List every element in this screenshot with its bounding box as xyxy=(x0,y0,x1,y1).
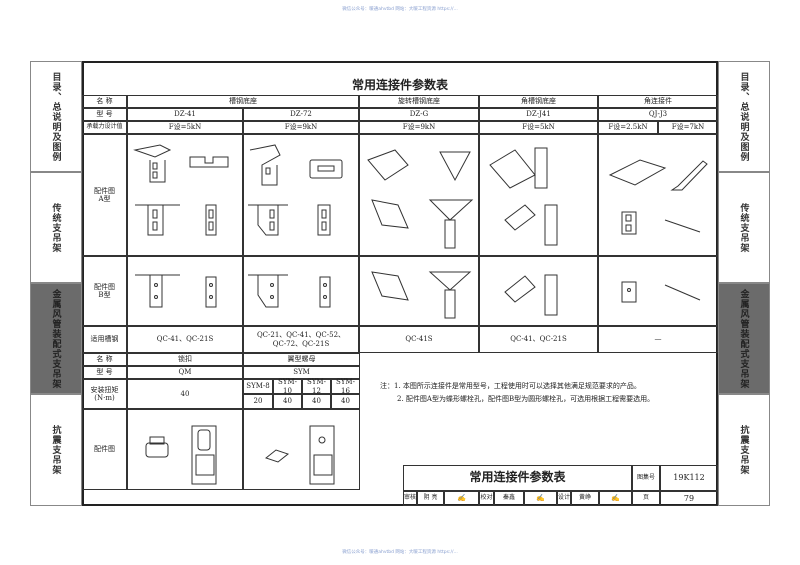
fig-b-dz72 xyxy=(243,256,359,326)
note-1: 注：1. 本图所示连接件是常用型号，工程使用时可以选择其他满足规范要求的产品。 xyxy=(380,382,641,390)
sym-torque-12: 40 xyxy=(302,394,331,409)
fig-lock-qm xyxy=(127,409,243,490)
checker-name: 秦鑫 xyxy=(494,491,524,506)
side-tab-right-traditional[interactable]: 传统支吊架 xyxy=(718,172,770,283)
channel-dz41: QC-41、QC-21S xyxy=(127,326,243,353)
side-tab-right-seismic[interactable]: 抗震支吊架 xyxy=(718,394,770,506)
side-tab-left-traditional[interactable]: 传统支吊架 xyxy=(30,172,82,283)
bracket-dzg-a xyxy=(367,149,474,249)
label-fig-a: 配件图 A型 xyxy=(82,134,127,256)
channel-qjj3: — xyxy=(598,326,718,353)
load-dzj41: F设=5kN xyxy=(479,121,598,134)
reviewer-name: 阴 亮 xyxy=(417,491,444,506)
fig-a-dz41 xyxy=(127,134,243,256)
page-number: 79 xyxy=(660,491,718,506)
bracket-dz72-a xyxy=(248,144,343,236)
sym-size-8: SYM-8 xyxy=(243,379,273,394)
label-channel: 适用槽钢 xyxy=(82,326,127,353)
lower-label-fig: 配件图 xyxy=(82,409,127,490)
side-tab-left-seismic[interactable]: 抗震支吊架 xyxy=(30,394,82,506)
fig-wing-nut-sym xyxy=(243,409,360,490)
torque-qm: 40 xyxy=(127,379,243,409)
reviewer-signature: ✍ xyxy=(444,491,479,506)
load-qjj3-b: F设=7kN xyxy=(658,121,718,134)
side-tab-left-contents[interactable]: 目录、总说明及图例 xyxy=(30,61,82,172)
load-dz72: F设=9kN xyxy=(243,121,359,134)
label-fig-b: 配件图 B型 xyxy=(82,256,127,326)
model-qjj3: QJ-J3 xyxy=(598,108,718,121)
channel-dzg: QC-41S xyxy=(359,326,479,353)
atlas-label: 图集号 xyxy=(632,465,660,491)
channel-dzj41: QC-41、QC-21S xyxy=(479,326,598,353)
fig-b-dzg xyxy=(359,256,479,326)
side-tab-left-metal-duct[interactable]: 金属风管装配式支吊架 xyxy=(30,283,82,394)
group-angle-connector: 角连接件 xyxy=(598,95,718,108)
lower-label-name: 名 称 xyxy=(82,353,127,366)
group-channel-base: 槽钢底座 xyxy=(127,95,359,108)
checker-signature: ✍ xyxy=(524,491,557,506)
watermark-bottom: 微信公众号：暖通ahvtbd 网站：大暖工程资源 https://... xyxy=(342,550,458,555)
channel-dz72: QC-21、QC-41、QC-52、 QC-72、QC-21S xyxy=(243,326,359,353)
lower-type-sym: SYM xyxy=(243,366,360,379)
fig-b-dzj41 xyxy=(479,256,598,326)
lower-name-wing-nut: 翼型螺母 xyxy=(243,353,360,366)
model-dz41: DZ-41 xyxy=(127,108,243,121)
table-title: 常用连接件参数表 xyxy=(351,78,448,92)
load-dz41: F设=5kN xyxy=(127,121,243,134)
sym-torque-10: 40 xyxy=(273,394,302,409)
load-qjj3-a: F设=2.5kN xyxy=(598,121,658,134)
atlas-number: 19K112 xyxy=(660,465,718,491)
fig-a-dzj41 xyxy=(479,134,598,256)
fig-a-dz72 xyxy=(243,134,359,256)
designer-signature: ✍ xyxy=(599,491,632,506)
side-tab-right-contents[interactable]: 目录、总说明及图例 xyxy=(718,61,770,172)
bracket-qjj3-a xyxy=(608,159,708,235)
sym-size-10: SYM-10 xyxy=(273,378,302,395)
label-load: 承载力设计值 xyxy=(82,121,127,134)
lower-label-torque: 安装扭矩 (N·m) xyxy=(82,379,127,409)
model-dzj41: DZ-J41 xyxy=(479,108,598,121)
bracket-dz41-a xyxy=(133,144,229,236)
watermark-top: 微信公众号：暖通ahvtbd 网站：大暖工程资源 https://... xyxy=(342,7,458,12)
bracket-dzj41-a xyxy=(489,147,558,246)
lower-type-qm: QM xyxy=(127,366,243,379)
group-rotating-base: 旋转槽钢底座 xyxy=(359,95,479,108)
sym-torque-8: 20 xyxy=(243,394,273,409)
model-dzg: DZ-G xyxy=(359,108,479,121)
model-dz72: DZ-72 xyxy=(243,108,359,121)
page-label: 页 xyxy=(632,491,660,506)
fig-b-qjj3 xyxy=(598,256,718,326)
sym-size-16: SYM-16 xyxy=(331,378,360,395)
review-label: 审核 xyxy=(403,491,417,506)
fig-a-dzg xyxy=(359,134,479,256)
label-name: 名 称 xyxy=(82,95,127,108)
bracket-b-drawings xyxy=(135,271,701,319)
group-angle-base: 角槽钢底座 xyxy=(479,95,598,108)
designer-name: 黄峥 xyxy=(571,491,599,506)
design-label: 设计 xyxy=(557,491,571,506)
sym-size-12: SYM-12 xyxy=(302,378,331,395)
lower-label-type: 型 号 xyxy=(82,366,127,379)
lower-name-lock: 锁扣 xyxy=(127,353,243,366)
title-block-title: 常用连接件参数表 xyxy=(403,465,632,491)
label-type: 型 号 xyxy=(82,108,127,121)
side-tab-right-metal-duct[interactable]: 金属风管装配式支吊架 xyxy=(718,283,770,394)
sym-torque-16: 40 xyxy=(331,394,360,409)
fig-b-dz41 xyxy=(127,256,243,326)
fig-a-qjj3 xyxy=(598,134,718,256)
check-label: 校对 xyxy=(479,491,494,506)
load-dzg: F设=9kN xyxy=(359,121,479,134)
note-2: 2. 配件图A型为蝶形螺栓孔，配件图B型为圆形螺栓孔，可选用根据工程需要选用。 xyxy=(397,395,655,403)
